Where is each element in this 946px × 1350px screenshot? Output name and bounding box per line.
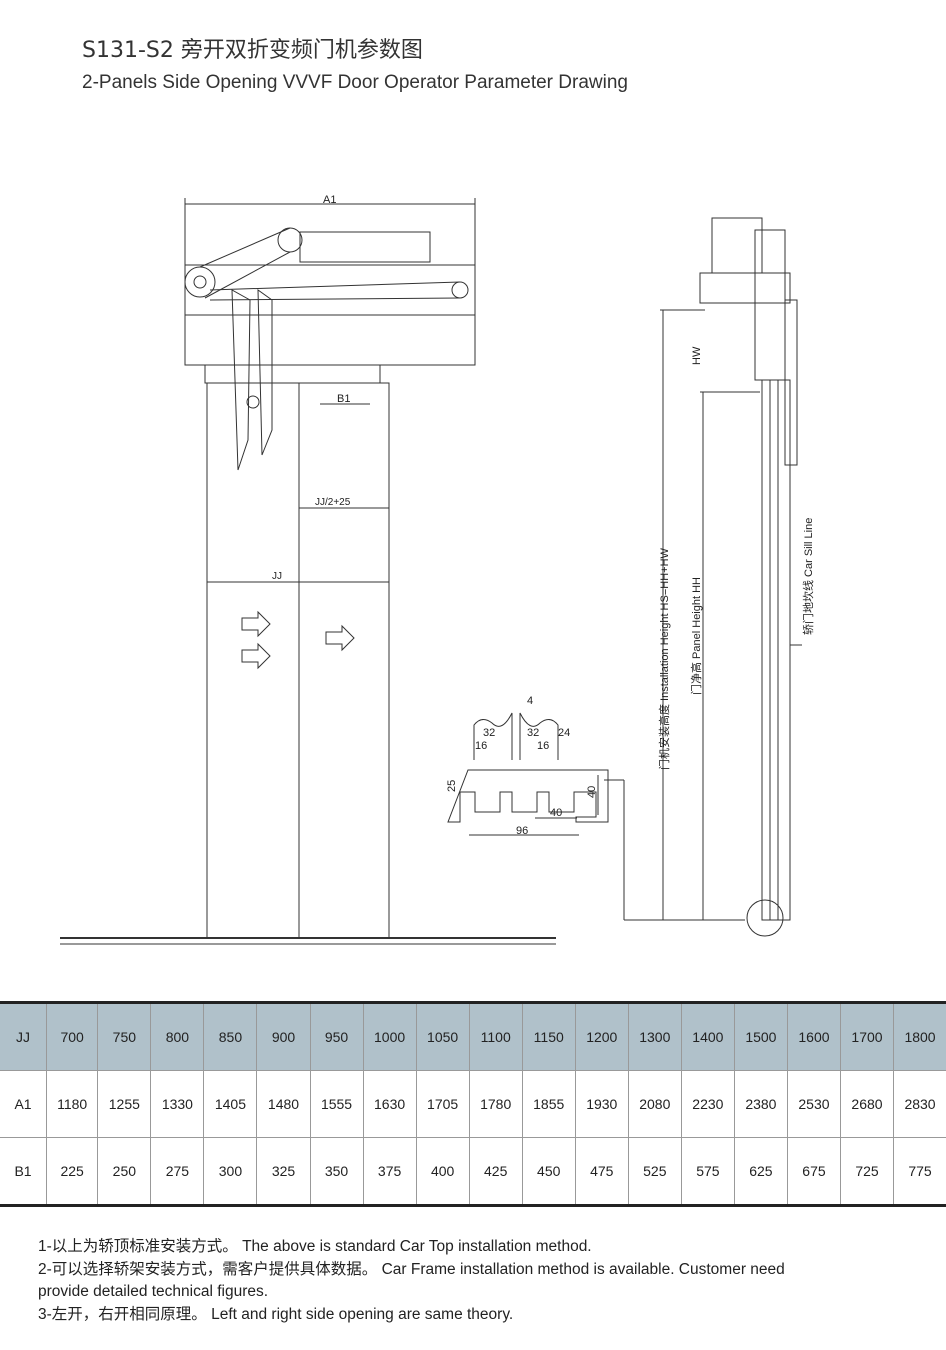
- table-cell: 2380: [733, 1070, 788, 1138]
- table-cell: 1400: [680, 1002, 735, 1071]
- table-cell: 1630: [362, 1070, 417, 1138]
- table-cell: 800: [150, 1002, 205, 1071]
- sill-dim-40v: 40: [586, 786, 598, 798]
- table-cell: 900: [256, 1002, 311, 1071]
- note-3: 3-左开，右开相同原理。 Left and right side opening…: [38, 1305, 514, 1323]
- door-operator-front-view: [184, 198, 476, 471]
- table-cell: 425: [468, 1137, 523, 1206]
- table-cell: 1705: [415, 1070, 470, 1138]
- sill-profile-detail: [447, 712, 745, 921]
- table-cell: 775: [893, 1137, 946, 1206]
- table-cell: 1500: [733, 1002, 788, 1071]
- table-cell: 1330: [150, 1070, 205, 1138]
- label-installation-height: 门机安装高度 Installation Height HS=HH+HW: [657, 547, 671, 770]
- table-cell: 2230: [680, 1070, 735, 1138]
- label-b1: B1: [337, 393, 350, 405]
- sill-dim-32b: 32: [527, 727, 539, 739]
- table-cell: 1600: [786, 1002, 841, 1071]
- table-cell: 700: [45, 1002, 99, 1071]
- table-cell: 1800: [893, 1002, 946, 1071]
- row-label: A1: [0, 1070, 47, 1138]
- label-jj: JJ: [272, 571, 282, 582]
- label-jj-half: JJ/2+25: [315, 497, 351, 508]
- sill-dim-16a: 16: [475, 740, 487, 752]
- technical-drawing: A1 B1 JJ/2+25 JJ HW 门机安装高度 Installation …: [60, 194, 815, 945]
- table-cell: 2530: [786, 1070, 841, 1138]
- sill-dim-40h: 40: [550, 807, 562, 819]
- table-cell: 675: [786, 1137, 841, 1206]
- table-cell: 2680: [839, 1070, 895, 1138]
- table-cell: 1480: [256, 1070, 311, 1138]
- title-english: 2-Panels Side Opening VVVF Door Operator…: [82, 72, 628, 93]
- door-side-view: [655, 217, 802, 937]
- table-cell: 625: [733, 1137, 788, 1206]
- table-cell: 725: [839, 1137, 895, 1206]
- title-chinese: S131-S2 旁开双折变频门机参数图: [82, 38, 423, 63]
- notes: 1-以上为轿顶标准安装方式。 The above is standard Car…: [38, 1236, 818, 1326]
- table-cell: 525: [627, 1137, 682, 1206]
- table-cell: 1050: [415, 1002, 470, 1071]
- note-1: 1-以上为轿顶标准安装方式。 The above is standard Car…: [38, 1238, 592, 1255]
- table-cell: 1300: [627, 1002, 682, 1071]
- table-cell: 1780: [468, 1070, 523, 1138]
- table-cell: 250: [97, 1137, 152, 1206]
- table-cell: 350: [309, 1137, 364, 1206]
- table-cell: 1000: [362, 1002, 417, 1071]
- table-cell: 450: [521, 1137, 576, 1206]
- table-cell: 850: [203, 1002, 258, 1071]
- label-a1: A1: [323, 194, 336, 206]
- table-cell: 1200: [574, 1002, 629, 1071]
- table-cell: 1855: [521, 1070, 576, 1138]
- sill-dim-96: 96: [516, 825, 528, 837]
- label-sill-line: 轿门地坎线 Car Sill Line: [801, 518, 815, 635]
- sill-dim-32a: 32: [483, 727, 495, 739]
- note-2: 2-可以选择轿架安装方式，需客户提供具体数据。 Car Frame instal…: [38, 1260, 785, 1301]
- door-panels: [60, 382, 556, 945]
- table-cell: 2830: [893, 1070, 946, 1138]
- table-cell: 1150: [521, 1002, 576, 1071]
- table-cell: 1930: [574, 1070, 629, 1138]
- table-cell: 950: [309, 1002, 364, 1071]
- sill-dim-25: 25: [446, 780, 458, 792]
- label-panel-height: 门净高 Panel Height HH: [689, 577, 703, 695]
- table-cell: 275: [150, 1137, 205, 1206]
- row-label: B1: [0, 1137, 47, 1206]
- table-cell: 2080: [627, 1070, 682, 1138]
- sill-dim-16b: 16: [537, 740, 549, 752]
- table-cell: 1255: [97, 1070, 152, 1138]
- table-cell: 225: [45, 1137, 99, 1206]
- table-cell: 1555: [309, 1070, 364, 1138]
- table-cell: 475: [574, 1137, 629, 1206]
- label-hw: HW: [691, 346, 703, 365]
- table-cell: 325: [256, 1137, 311, 1206]
- table-cell: 400: [415, 1137, 470, 1206]
- table-cell: 1700: [839, 1002, 895, 1071]
- table-cell: 1405: [203, 1070, 258, 1138]
- table-cell: 1180: [45, 1070, 99, 1138]
- sill-dim-24: 24: [558, 727, 570, 739]
- table-cell: 375: [362, 1137, 417, 1206]
- table-cell: 575: [680, 1137, 735, 1206]
- table-cell: 300: [203, 1137, 258, 1206]
- table-cell: 750: [97, 1002, 152, 1071]
- table-cell: 1100: [468, 1002, 523, 1071]
- row-label: JJ: [0, 1002, 47, 1071]
- sill-dim-4: 4: [527, 695, 533, 707]
